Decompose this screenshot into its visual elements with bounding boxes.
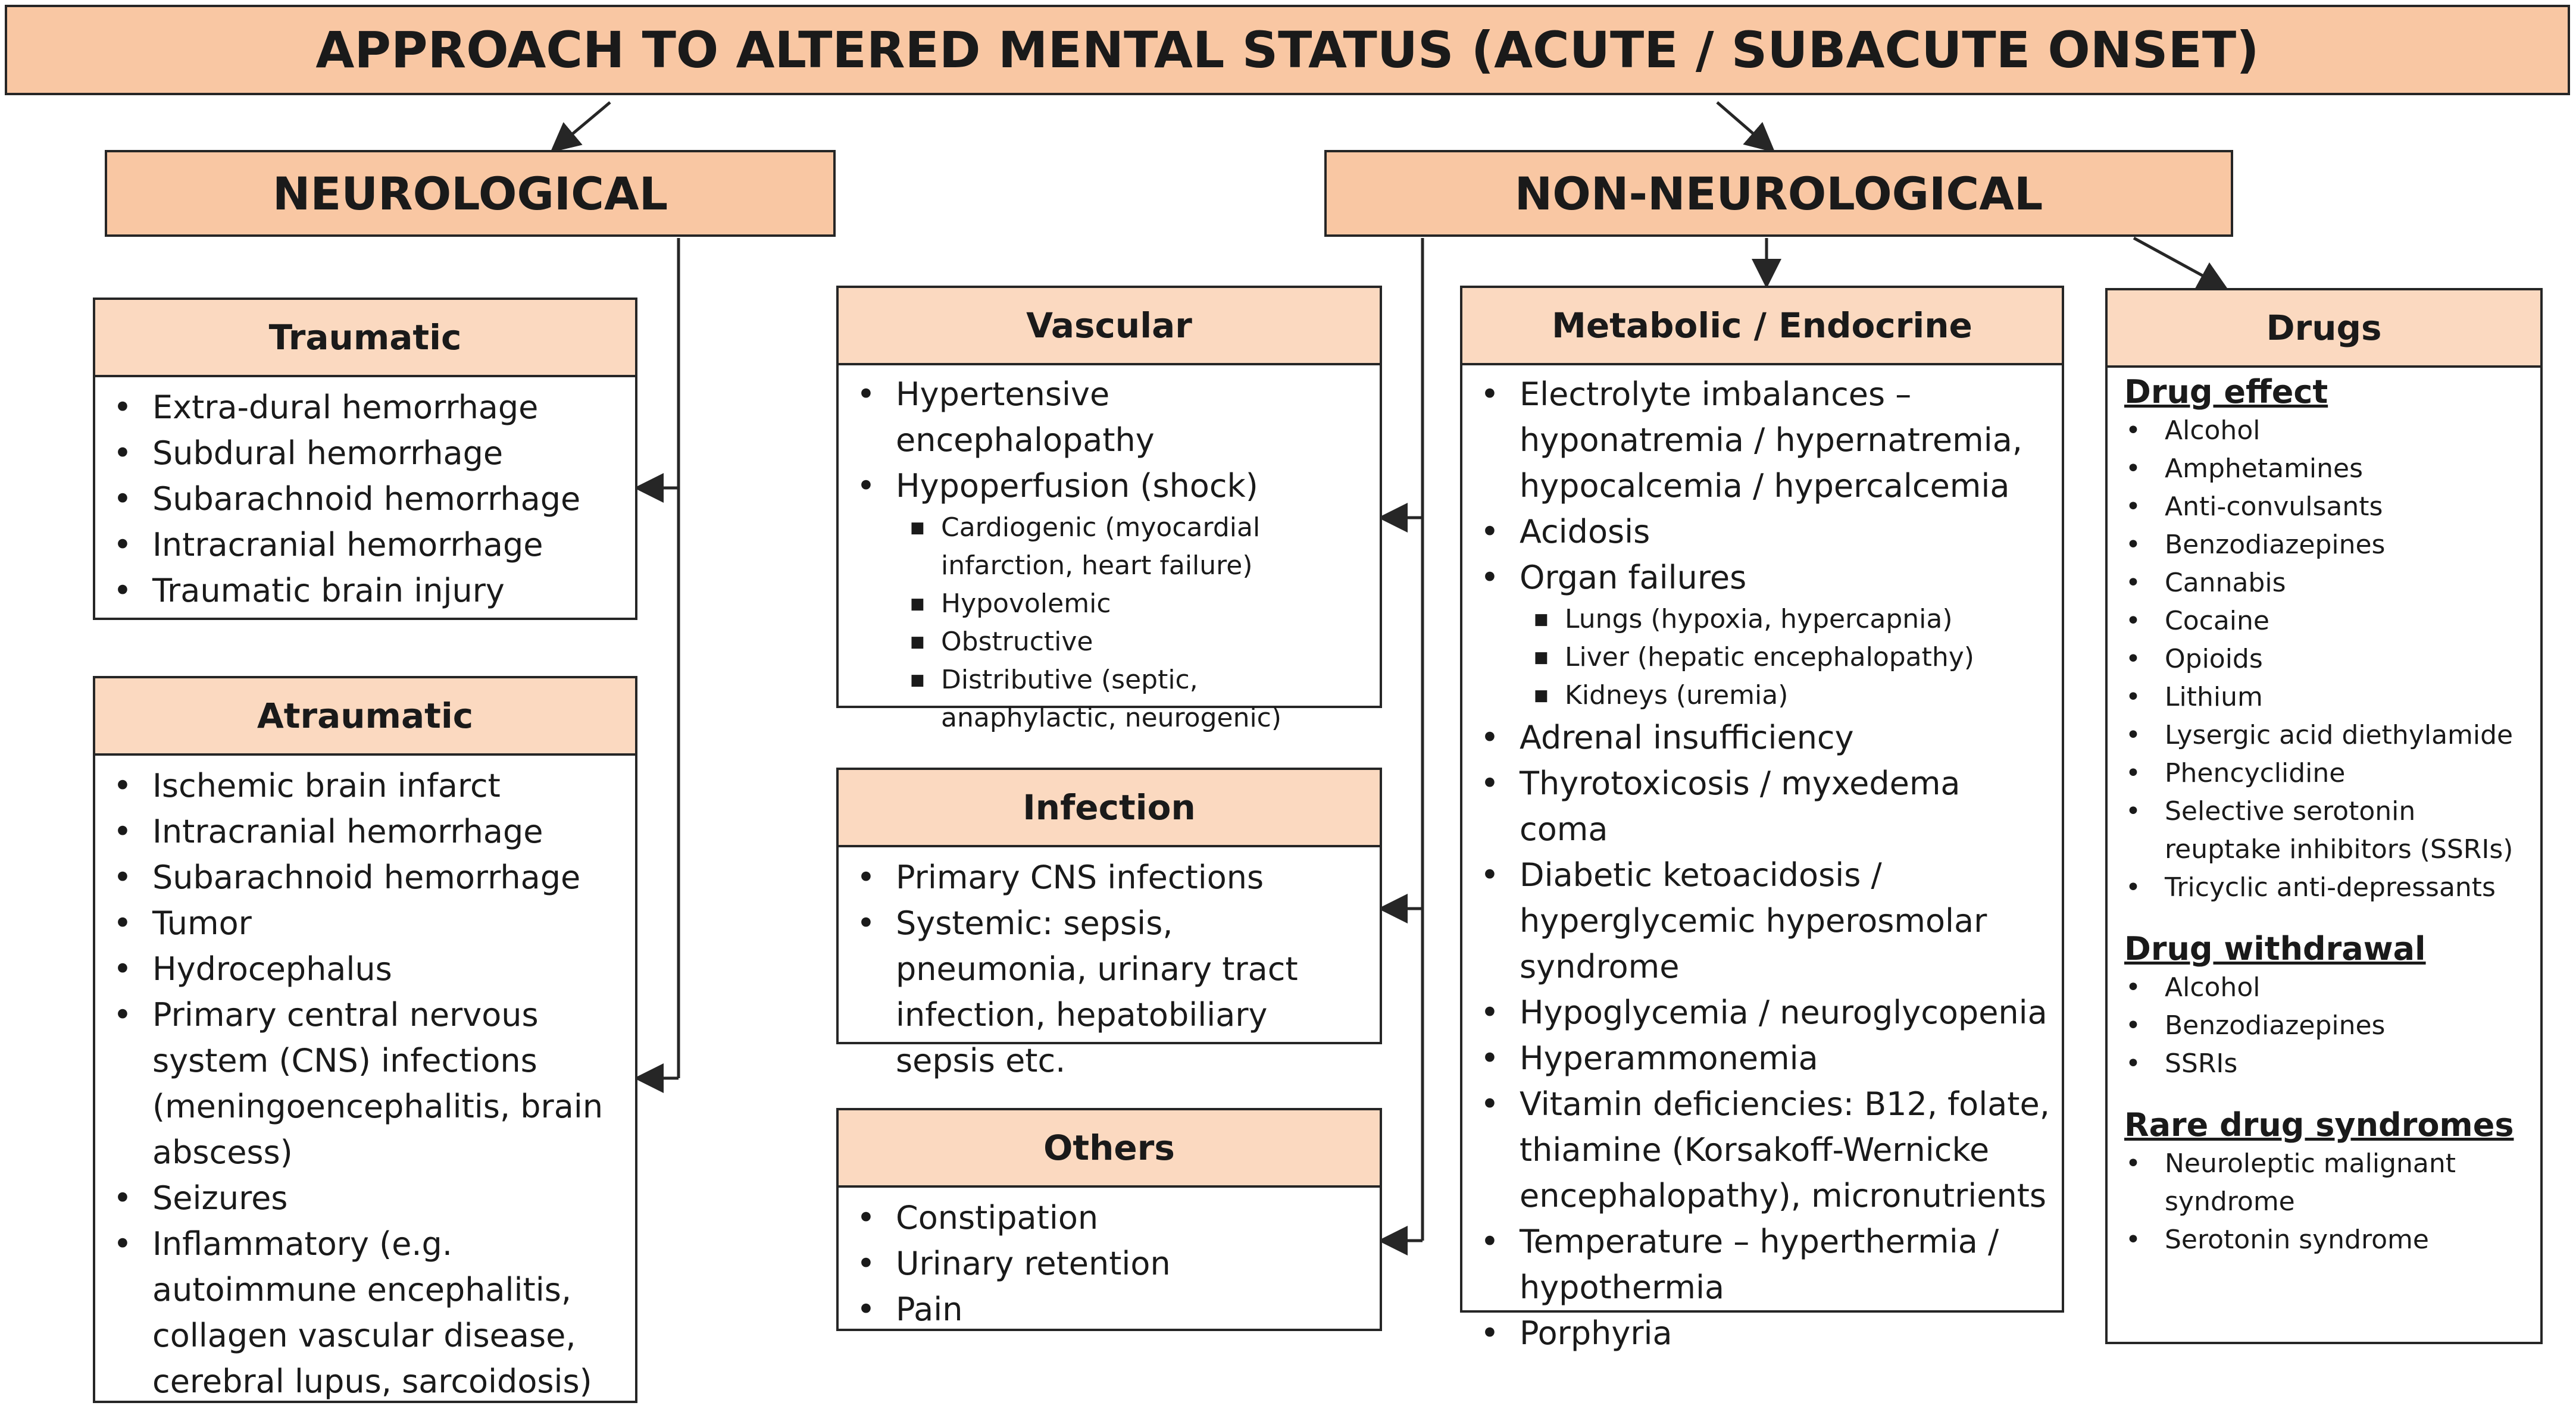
list-item: Ischemic brain infarct (95, 763, 623, 809)
list-item: Intracranial hemorrhage (95, 522, 635, 568)
list-item: Hyperammonemia (1462, 1035, 2053, 1081)
arrow-title-to-neurological (550, 101, 611, 153)
drug-effect-list: Alcohol Amphetamines Anti-convulsants Be… (2108, 412, 2534, 907)
sub-list-item: Kidneys (uremia) (1462, 677, 2053, 715)
list-item: Diabetic ketoacidosis / hyperglycemic hy… (1462, 852, 2053, 990)
rare-drug-syndromes-list: Neuroleptic malignant syndrome Serotonin… (2108, 1145, 2534, 1259)
list-item: Urinary retention (839, 1241, 1380, 1286)
neurological-header: NEUROLOGICAL (105, 150, 836, 237)
infection-box: Infection Primary CNS infections Systemi… (836, 768, 1382, 1079)
list-item: Thyrotoxicosis / myxedema coma (1462, 760, 2053, 852)
list-item: Amphetamines (2108, 450, 2534, 488)
sub-list-item: Liver (hepatic encephalopathy) (1462, 638, 2053, 677)
drug-effect-heading: Drug effect (2124, 373, 2328, 411)
list-item: Lysergic acid diethylamide (2108, 716, 2534, 754)
atraumatic-list: Ischemic brain infarct Intracranial hemo… (95, 756, 635, 1404)
list-item: Pain (839, 1286, 1380, 1332)
list-item: Selective serotonin reuptake inhibitors … (2108, 793, 2534, 869)
list-item: Cocaine (2108, 602, 2534, 640)
list-item: Phencyclidine (2108, 754, 2534, 793)
list-item: Alcohol (2108, 969, 2534, 1007)
metabolic-endocrine-box: Metabolic / Endocrine Electrolyte imbala… (1460, 286, 2064, 1356)
list-item: Hypoglycemia / neuroglycopenia (1462, 990, 2053, 1035)
list-item: Anti-convulsants (2108, 488, 2534, 526)
rare-drug-syndromes-heading: Rare drug syndromes (2124, 1106, 2514, 1144)
list-item: Adrenal insufficiency (1462, 715, 2053, 760)
list-item: Acidosis (1462, 509, 2053, 555)
list-item: Tricyclic anti-depressants (2108, 869, 2534, 907)
drugs-content: Drug effect Alcohol Amphetamines Anti-co… (2108, 368, 2540, 1259)
list-item: Hydrocephalus (95, 946, 623, 992)
infection-list: Primary CNS infections Systemic: sepsis,… (839, 847, 1380, 1084)
list-item: Hypertensive encephalopathy (839, 371, 1371, 463)
list-item: Systemic: sepsis, pneumonia, urinary tra… (839, 900, 1371, 1084)
arrow-title-to-non-neurological (1716, 101, 1775, 153)
list-item: Lithium (2108, 678, 2534, 716)
drugs-title: Drugs (2108, 290, 2540, 368)
list-item: Seizures (95, 1175, 623, 1221)
non-neurological-header-text: NON-NEUROLOGICAL (1514, 167, 2043, 220)
traumatic-title: Traumatic (95, 300, 635, 377)
list-item: Primary central nervous system (CNS) inf… (95, 992, 623, 1175)
others-box: Others Constipation Urinary retention Pa… (836, 1108, 1382, 1332)
list-item: Opioids (2108, 640, 2534, 678)
list-item: Subarachnoid hemorrhage (95, 476, 635, 522)
sub-list-item: Lungs (hypoxia, hypercapnia) (1462, 600, 2053, 638)
others-list: Constipation Urinary retention Pain (839, 1188, 1380, 1332)
vascular-list: Hypertensive encephalopathy Hypoperfusio… (839, 365, 1380, 737)
list-item: Subarachnoid hemorrhage (95, 854, 623, 900)
list-item: Constipation (839, 1195, 1380, 1241)
sub-list-item: Hypovolemic (839, 585, 1371, 623)
others-title: Others (839, 1110, 1380, 1188)
diagram-title-text: APPROACH TO ALTERED MENTAL STATUS (ACUTE… (315, 21, 2259, 79)
diagram-title: APPROACH TO ALTERED MENTAL STATUS (ACUTE… (5, 5, 2570, 95)
list-item: Hypoperfusion (shock) (839, 463, 1371, 509)
list-item: Alcohol (2108, 412, 2534, 450)
list-item: Benzodiazepines (2108, 1007, 2534, 1045)
list-item: Electrolyte imbalances – hyponatremia / … (1462, 371, 2053, 509)
vascular-title: Vascular (839, 288, 1380, 365)
list-item: Inflammatory (e.g. autoimmune encephalit… (95, 1221, 623, 1404)
atraumatic-title: Atraumatic (95, 678, 635, 756)
metabolic-endocrine-title: Metabolic / Endocrine (1462, 288, 2062, 365)
metabolic-list: Electrolyte imbalances – hyponatremia / … (1462, 365, 2062, 1356)
non-neurological-header: NON-NEUROLOGICAL (1324, 150, 2233, 237)
neurological-header-text: NEUROLOGICAL (272, 167, 668, 220)
list-item: Temperature – hyperthermia / hypothermia (1462, 1219, 2053, 1310)
list-item: Benzodiazepines (2108, 526, 2534, 564)
arrow-to-drugs (2133, 236, 2228, 290)
traumatic-box: Traumatic Extra-dural hemorrhage Subdura… (93, 298, 637, 620)
list-item: Tumor (95, 900, 623, 946)
list-item: Traumatic brain injury (95, 568, 635, 613)
infection-title: Infection (839, 770, 1380, 847)
list-item: Neuroleptic malignant syndrome (2108, 1145, 2534, 1221)
drugs-box: Drugs Drug effect Alcohol Amphetamines A… (2105, 288, 2543, 1344)
list-item: Porphyria (1462, 1310, 2053, 1356)
list-item: Intracranial hemorrhage (95, 809, 623, 854)
traumatic-list: Extra-dural hemorrhage Subdural hemorrha… (95, 377, 635, 613)
sub-list-item: Obstructive (839, 623, 1371, 661)
atraumatic-box: Atraumatic Ischemic brain infarct Intrac… (93, 676, 637, 1403)
drug-withdrawal-heading: Drug withdrawal (2124, 930, 2426, 968)
sub-list-item: Cardiogenic (myocardial infarction, hear… (839, 509, 1371, 585)
list-item: Serotonin syndrome (2108, 1221, 2534, 1259)
list-item: Cannabis (2108, 564, 2534, 602)
list-item: Primary CNS infections (839, 854, 1371, 900)
list-item: Vitamin deficiencies: B12, folate, thiam… (1462, 1081, 2053, 1219)
list-item: Organ failures (1462, 555, 2053, 600)
sub-list-item: Distributive (septic, anaphylactic, neur… (839, 661, 1371, 737)
drug-withdrawal-list: Alcohol Benzodiazepines SSRIs (2108, 969, 2534, 1083)
list-item: Subdural hemorrhage (95, 430, 635, 476)
vascular-box: Vascular Hypertensive encephalopathy Hyp… (836, 286, 1382, 733)
list-item: Extra-dural hemorrhage (95, 384, 635, 430)
list-item: SSRIs (2108, 1045, 2534, 1083)
